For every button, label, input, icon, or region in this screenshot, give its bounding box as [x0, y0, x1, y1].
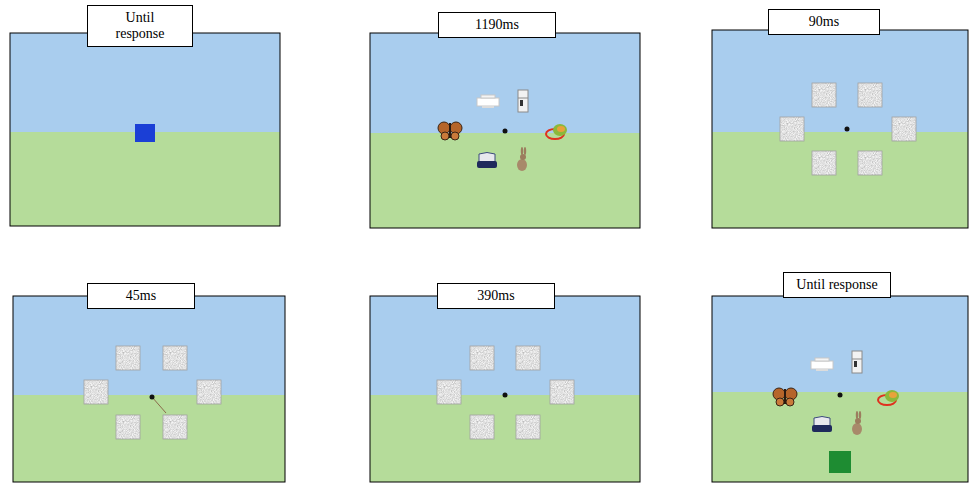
duration-label: 90ms	[768, 9, 880, 35]
duration-label: Until response	[87, 5, 193, 47]
screen-panel	[712, 30, 968, 228]
duration-label: 45ms	[87, 283, 195, 309]
duration-label: 1190ms	[438, 12, 556, 38]
response-square	[829, 451, 851, 473]
duration-text: 390ms	[450, 288, 542, 304]
duration-label: 390ms	[437, 283, 555, 309]
screen-panel	[712, 296, 968, 482]
start-square	[135, 124, 155, 142]
duration-label: Until response	[783, 272, 891, 298]
duration-text: Until response	[100, 10, 180, 42]
screen-panel	[370, 33, 640, 228]
screen-panel	[13, 296, 285, 482]
duration-text: 90ms	[781, 14, 867, 30]
duration-text: Until response	[796, 277, 878, 293]
screen-panel	[370, 296, 640, 482]
duration-text: 45ms	[100, 288, 182, 304]
screen-panel	[10, 33, 280, 226]
cue-line	[152, 397, 166, 413]
duration-text: 1190ms	[451, 17, 543, 33]
